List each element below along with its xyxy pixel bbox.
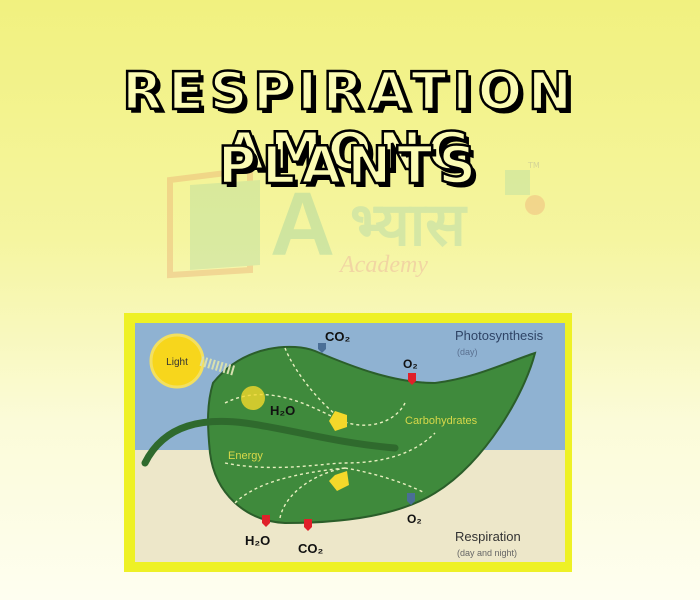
- o2-out-arrow-icon: [408, 373, 416, 385]
- title-line-1: RESPIRATION AMONG: [121, 61, 578, 184]
- co2-bottom-label: CO₂: [298, 541, 324, 556]
- leaf-diagram: Light CO₂ O₂ H₂O O₂ H₂O CO₂ Carbohydrate…: [135, 323, 565, 562]
- respiration-label: Respiration: [455, 529, 521, 544]
- energy-arrow-icon: [329, 471, 349, 491]
- svg-text:TM: TM: [527, 161, 540, 170]
- svg-text:A: A: [270, 175, 335, 275]
- h2o-out-arrow-icon: [262, 515, 270, 527]
- academy-logo: A भ्यास Academy TM: [167, 161, 545, 279]
- svg-text:Academy: Academy: [338, 252, 428, 278]
- leaf-stem: [141, 417, 399, 467]
- leaf: [207, 345, 537, 525]
- h2o-mid-label: H₂O: [270, 403, 295, 418]
- light-absorption: [241, 386, 265, 410]
- o2-bottom-label: O₂: [407, 512, 422, 526]
- academy-watermark: A भ्यास Academy TM: [150, 160, 550, 280]
- title-line-2: PLANTS: [217, 135, 482, 198]
- carbohydrate-arrow-icon: [329, 411, 347, 431]
- svg-text:भ्यास: भ्यास: [350, 191, 468, 258]
- respiration-sublabel: (day and night): [457, 548, 517, 558]
- co2-in-arrow-icon: [318, 343, 326, 353]
- carbohydrates-label: Carbohydrates: [405, 415, 478, 427]
- photosynthesis-label: Photosynthesis: [455, 328, 544, 343]
- h2o-bottom-label: H₂O: [245, 533, 270, 548]
- energy-label: Energy: [228, 450, 263, 462]
- light-label: Light: [166, 357, 188, 368]
- co2-top-label: CO₂: [325, 329, 351, 344]
- photosynthesis-sublabel: (day): [457, 347, 478, 357]
- o2-top-label: O₂: [403, 357, 418, 371]
- o2-in-arrow-icon: [407, 493, 415, 505]
- co2-out-arrow-icon: [304, 519, 312, 531]
